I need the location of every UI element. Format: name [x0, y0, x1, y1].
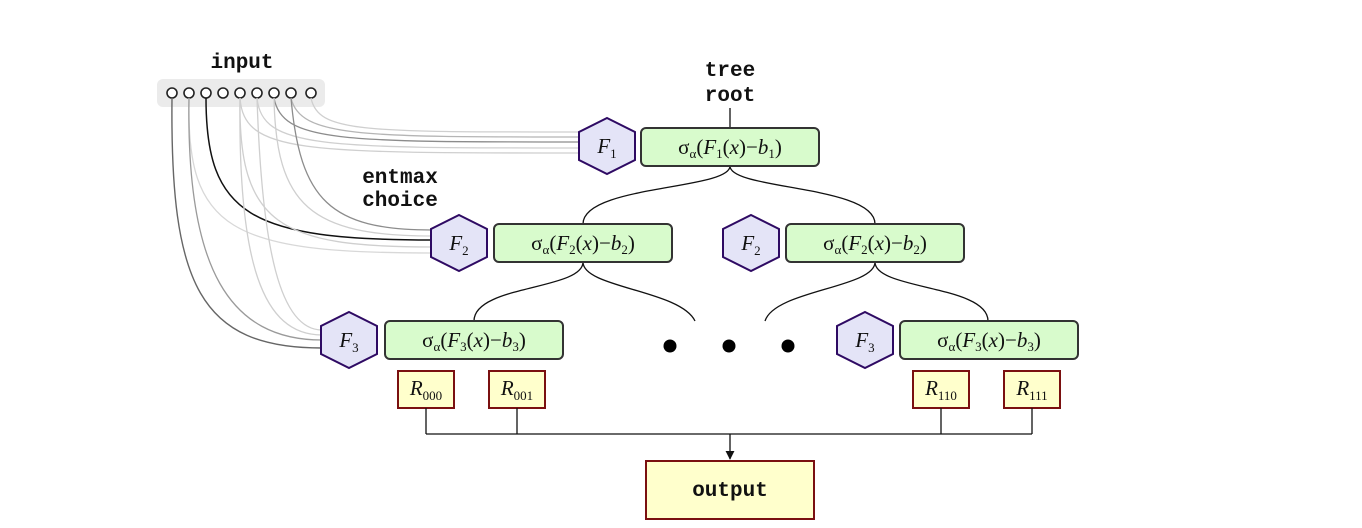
tree-root-label: tree root [705, 60, 755, 108]
svg-text:R110: R110 [924, 376, 957, 403]
svg-text:σα(F1(x)−b1): σα(F1(x)−b1) [678, 135, 782, 161]
leaf-r001: R001 [488, 370, 546, 409]
decision-node-level2-right: σα(F2(x)−b2) [785, 223, 965, 263]
leaf-r110: R110 [912, 370, 970, 409]
svg-text:σα(F3(x)−b3): σα(F3(x)−b3) [937, 328, 1041, 354]
decision-node-level2-left: σα(F2(x)−b2) [493, 223, 673, 263]
svg-text:σα(F2(x)−b2): σα(F2(x)−b2) [531, 231, 635, 257]
feature-hexagon-f2-left: F2 [430, 213, 488, 273]
svg-text:F3: F3 [854, 328, 874, 355]
feature-hexagon-f3-left: F3 [320, 310, 378, 370]
svg-text:R001: R001 [500, 376, 533, 403]
f3-feature-connections [171, 97, 323, 349]
svg-text:R111: R111 [1015, 376, 1047, 403]
svg-text:F3: F3 [338, 328, 358, 355]
ellipsis-dots [663, 339, 795, 353]
decision-node-level3-right: σα(F3(x)−b3) [899, 320, 1079, 360]
tree-edges [473, 165, 989, 322]
svg-text:output: output [692, 480, 768, 503]
input-label: input [210, 52, 273, 75]
svg-text:tree: tree [705, 60, 755, 83]
svg-text:F2: F2 [448, 231, 468, 258]
feature-hexagon-f3-right: F3 [836, 310, 894, 370]
f2-feature-connections [188, 97, 433, 254]
input-units [166, 87, 317, 99]
svg-text:σα(F2(x)−b2): σα(F2(x)−b2) [823, 231, 927, 257]
feature-hexagon-f1: F1 [578, 116, 636, 176]
leaf-r000: R000 [397, 370, 455, 409]
svg-text:entmax: entmax [362, 167, 438, 190]
svg-text:F2: F2 [740, 231, 760, 258]
decision-node-root: σα(F1(x)−b1) [640, 127, 820, 167]
leaf-aggregation-lines [425, 408, 1033, 460]
svg-text:choice: choice [362, 190, 438, 213]
leaf-r111: R111 [1003, 370, 1061, 409]
svg-text:F1: F1 [596, 134, 616, 161]
output-box: output [645, 460, 815, 520]
decision-node-level3-left: σα(F3(x)−b3) [384, 320, 564, 360]
input-vector [157, 79, 325, 107]
svg-text:root: root [705, 85, 755, 108]
feature-hexagon-f2-right: F2 [722, 213, 780, 273]
f1-feature-connections [239, 97, 581, 154]
svg-text:σα(F3(x)−b3): σα(F3(x)−b3) [422, 328, 526, 354]
svg-text:R000: R000 [409, 376, 442, 403]
entmax-choice-label: entmax choice [362, 167, 438, 213]
